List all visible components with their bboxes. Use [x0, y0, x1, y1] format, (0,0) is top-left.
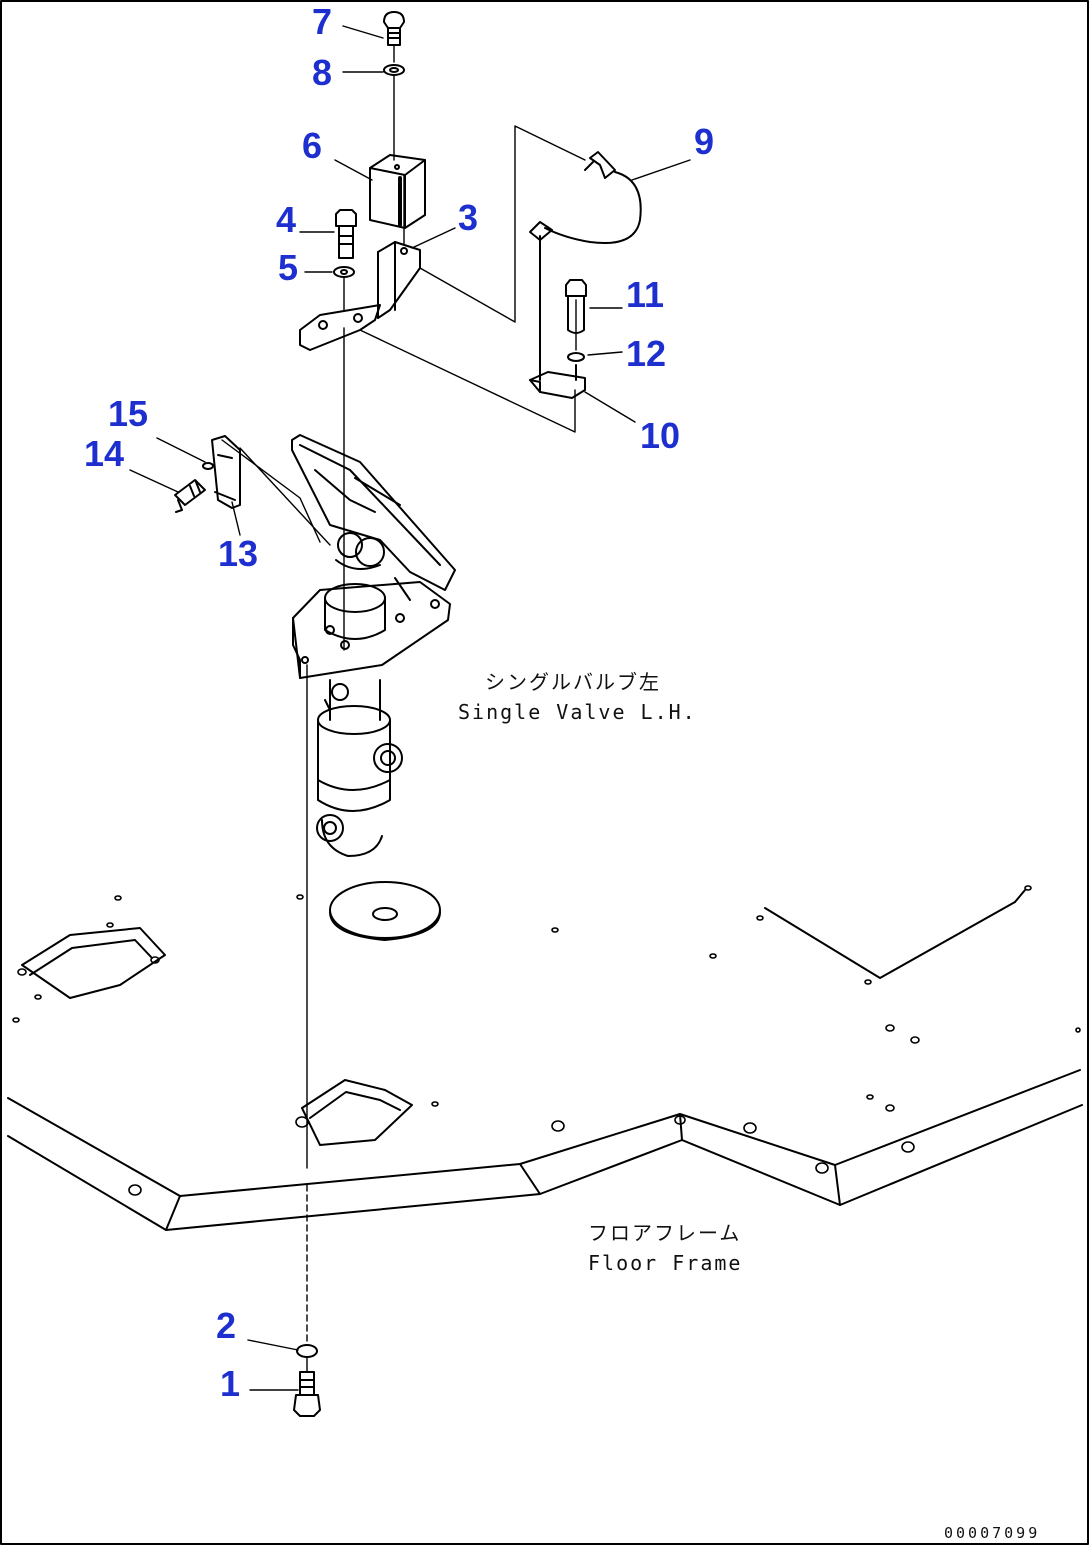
callout-8: 8	[312, 52, 333, 93]
single-valve	[291, 434, 456, 857]
floor-frame	[7, 881, 1083, 1231]
fasteners	[174, 11, 405, 1417]
callout-3: 3	[458, 197, 479, 238]
leader-lines	[129, 25, 691, 1391]
callout-4: 4	[276, 199, 297, 240]
clamp-bracket	[529, 235, 587, 399]
cover-plate	[211, 435, 241, 509]
callout-10: 10	[640, 415, 681, 456]
document-number: 00007099	[944, 1524, 1041, 1542]
frame-label-en: Floor Frame	[588, 1251, 743, 1275]
callout-13: 13	[218, 533, 259, 574]
switch-block	[369, 154, 426, 229]
callout-5: 5	[278, 247, 299, 288]
wiring-harness	[529, 151, 642, 244]
callout-7: 7	[312, 1, 333, 42]
callout-6: 6	[302, 125, 323, 166]
callout-12: 12	[626, 333, 667, 374]
callout-1: 1	[220, 1363, 241, 1404]
callout-15: 15	[108, 393, 149, 434]
callout-9: 9	[694, 121, 715, 162]
assembly-lines	[221, 44, 586, 1373]
bracket	[299, 241, 421, 351]
valve-label-en: Single Valve L.H.	[458, 700, 697, 724]
valve-label-jp: シングルバルブ左	[485, 670, 661, 694]
callout-11: 11	[626, 274, 665, 315]
callout-14: 14	[84, 433, 125, 474]
frame-label-jp: フロアフレーム	[588, 1221, 742, 1245]
callout-2: 2	[216, 1305, 237, 1346]
